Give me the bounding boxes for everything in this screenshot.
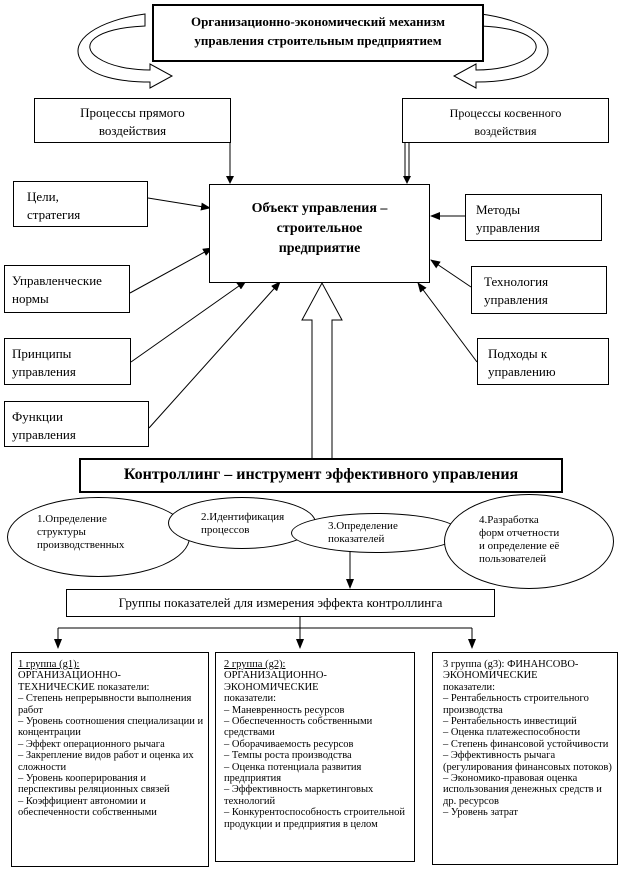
- group-3-subtitle: показатели:: [443, 681, 496, 693]
- group-3-item: – Эффективность рычага (регулирования фи…: [443, 750, 612, 773]
- group-1-item: – Уровень соотношения специализации и ко…: [18, 716, 204, 739]
- step-label-4: 4.Разработка форм отчетности и определен…: [479, 514, 560, 565]
- factor-norms-box: Управленческие нормы: [4, 265, 130, 313]
- group-2-item: – Конкурентоспособность строительной про…: [224, 807, 406, 830]
- group-2-item: – Эффективность маркетинговых технологий: [224, 784, 374, 807]
- group-3-item: – Экономико-правовая оценка использовани…: [443, 773, 602, 807]
- right-curved-arrow: [452, 13, 549, 89]
- group-2-item: – Оценка потенциала развития предприятия: [224, 761, 362, 785]
- factor-principles-box: Принципы управления: [4, 338, 131, 385]
- group-2-item: – Обеспеченность собственными средствами: [224, 716, 373, 739]
- step-label-1: 1.Определение структуры производственных: [37, 513, 125, 551]
- group-box-3: 3 группа (g3): ФИНАНСОВО- ЭКОНОМИЧЕСКИЕ …: [432, 652, 618, 865]
- group-3-item: – Рентабельность строительного производс…: [443, 693, 589, 716]
- left-curved-arrow: [77, 13, 174, 89]
- controlling-hollow-arrow: [301, 281, 343, 458]
- arrow-norms: [129, 247, 213, 294]
- group-1-item: – Уровень кооперирования и перспективы р…: [18, 773, 170, 796]
- group-3-item: – Степень финансовой устойчивости: [443, 738, 609, 750]
- group-1-head: 1 группа (g1):: [18, 659, 80, 670]
- factor-methods-box: Методы управления: [465, 194, 602, 241]
- management-object-box: Объект управления – строительное предпри…: [209, 184, 430, 283]
- arrow-approaches: [417, 282, 478, 363]
- arrow-principles: [130, 280, 247, 363]
- group-box-2: 2 группа (g2): ОРГАНИЗАЦИОННО- ЭКОНОМИЧЕ…: [215, 652, 415, 862]
- indirect-process-arrow: [403, 143, 411, 184]
- indirect-process-box: Процессы косвенного воздействия: [402, 98, 609, 143]
- group-2-head: 2 группа (g2):: [224, 659, 286, 670]
- group-1-subtitle: ОРГАНИЗАЦИОННО- ТЕХНИЧЕСКИЕ показатели:: [18, 670, 150, 693]
- mechanism-title-box: Организационно-экономический механизм уп…: [152, 4, 484, 62]
- direct-process-arrow: [226, 143, 234, 184]
- step-label-3: 3.Определение показателей: [328, 520, 398, 545]
- step-ellipse-4: [444, 494, 614, 589]
- group-2-subtitle: ОРГАНИЗАЦИОННО- ЭКОНОМИЧЕСКИЕ показатели…: [224, 670, 327, 705]
- group-box-1: 1 группа (g1): ОРГАНИЗАЦИОННО- ТЕХНИЧЕСК…: [11, 652, 209, 867]
- step-ellipse-3: [291, 513, 461, 553]
- group-3-head: 3 группа (g3): ФИНАНСОВО- ЭКОНОМИЧЕСКИЕ: [443, 659, 579, 682]
- group-2-item: – Темпы роста производства: [224, 750, 352, 762]
- factor-approaches-box: Подходы к управлению: [477, 338, 609, 385]
- controlling-box: Контроллинг – инструмент эффективного уп…: [79, 458, 563, 493]
- group-3-item: – Рентабельность инвестиций: [443, 716, 577, 728]
- factor-goals-box: Цели, стратегия: [13, 181, 148, 227]
- group-3-item: – Оценка платежеспособности: [443, 727, 581, 739]
- groups-distribution: [54, 617, 476, 649]
- group-1-item: – Эффект операционного рычага: [18, 738, 165, 750]
- group-1-item: – Степень непрерывности выполнения работ: [18, 693, 192, 716]
- step-ellipse-2: [168, 497, 316, 549]
- group-1-item: – Коэффициент автономии и обеспеченности…: [18, 795, 157, 819]
- group-2-item: – Маневренность ресурсов: [224, 704, 345, 716]
- factor-technology-box: Технология управления: [471, 266, 607, 314]
- step-label-2: 2.Идентификация процессов: [201, 511, 285, 536]
- groups-title-box: Группы показателей для измерения эффекта…: [66, 589, 495, 617]
- arrow-functions: [148, 281, 281, 429]
- group-1-item: – Закрепление видов работ и оценка их сл…: [18, 750, 194, 773]
- group-2-item: – Оборачиваемость ресурсов: [224, 738, 354, 750]
- arrow-technology: [430, 259, 472, 288]
- arrow-goals: [147, 197, 211, 211]
- direct-process-box: Процессы прямого воздействия: [34, 98, 231, 143]
- factor-functions-box: Функции управления: [4, 401, 149, 447]
- group-3-item: – Уровень затрат: [443, 807, 518, 819]
- step-ellipse-1: [7, 497, 190, 577]
